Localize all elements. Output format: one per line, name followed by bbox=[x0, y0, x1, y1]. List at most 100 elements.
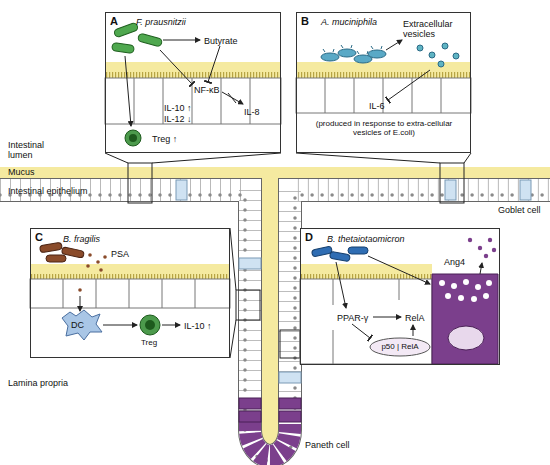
molecule-label: Butyrate bbox=[204, 36, 238, 46]
mucus-layer bbox=[30, 264, 230, 274]
mucus-layer bbox=[0, 174, 550, 444]
epithelial-cells bbox=[105, 78, 281, 124]
inset-panel: BA. muciniphilaExtracellular vesiclesIL-… bbox=[296, 12, 471, 153]
epithelium-outline bbox=[0, 190, 550, 456]
psa-particle bbox=[103, 255, 107, 259]
granule bbox=[483, 293, 489, 299]
bacterium bbox=[46, 255, 66, 262]
goblet-cell bbox=[445, 180, 456, 200]
psa-particle bbox=[88, 253, 92, 257]
microvilli bbox=[296, 72, 471, 78]
panel-letter: A bbox=[110, 15, 118, 27]
epithelial-cells bbox=[300, 279, 432, 364]
granule bbox=[475, 284, 481, 290]
cell-walls bbox=[63, 279, 195, 308]
granule bbox=[439, 280, 445, 286]
mucus-layer bbox=[0, 174, 550, 444]
panel-bg bbox=[30, 228, 230, 358]
paneth-cell bbox=[279, 411, 301, 422]
ang4-particle bbox=[484, 254, 488, 258]
vesicle bbox=[417, 45, 423, 51]
cell-label: DC bbox=[71, 320, 84, 330]
ang4-particle bbox=[478, 246, 482, 250]
panel-bg bbox=[296, 12, 471, 153]
zoom-line bbox=[230, 320, 236, 358]
arrow bbox=[368, 256, 430, 284]
panel-letter: B bbox=[301, 15, 309, 27]
psa-particle bbox=[99, 268, 103, 272]
panel-b-art bbox=[296, 12, 471, 153]
complex-label: p50 | RelA bbox=[369, 342, 431, 351]
arrow bbox=[373, 317, 401, 318]
cell-nuclei bbox=[0, 195, 550, 461]
zoom-line bbox=[105, 153, 128, 163]
granule bbox=[471, 296, 477, 302]
dendritic-cell bbox=[62, 310, 102, 340]
cell-label: Treg bbox=[141, 338, 157, 347]
molecule-label: Extracellular vesicles bbox=[403, 19, 465, 39]
panel-d-art bbox=[300, 228, 500, 365]
inhibit-line bbox=[352, 324, 370, 338]
bacterial-pili bbox=[323, 45, 382, 54]
microvilli bbox=[30, 274, 230, 279]
arrow bbox=[80, 296, 81, 311]
paneth-cells bbox=[239, 398, 301, 456]
panel-letter: D bbox=[305, 231, 313, 243]
species-name: A. muciniphila bbox=[321, 17, 377, 27]
arrow bbox=[336, 262, 346, 308]
cell-walls bbox=[0, 190, 550, 456]
goblet-cell bbox=[176, 180, 187, 200]
inset-panel: DB. thetaiotaomicronAng4PPAR-γRelAp50 | … bbox=[300, 228, 500, 365]
treg-cell bbox=[125, 130, 141, 146]
bacterium bbox=[311, 246, 332, 257]
zoom-line bbox=[296, 153, 440, 163]
arrow bbox=[125, 56, 131, 126]
inhibit-line bbox=[388, 70, 430, 100]
cell-label: Treg ↑ bbox=[152, 134, 177, 144]
ang4-particle bbox=[468, 238, 472, 242]
goblet-cell bbox=[239, 258, 261, 269]
psa-particle bbox=[78, 288, 82, 292]
zoom-line bbox=[230, 228, 236, 290]
cell-walls bbox=[134, 78, 250, 124]
vesicle bbox=[442, 43, 448, 49]
ellipse-outline bbox=[370, 338, 430, 356]
zoom-line bbox=[152, 153, 281, 163]
region-label: Intestinal lumen bbox=[8, 140, 60, 160]
epithelium bbox=[0, 190, 550, 461]
arrow bbox=[222, 92, 243, 104]
zoom-box bbox=[280, 330, 300, 358]
paneth-nucleus bbox=[448, 326, 484, 350]
treg-nucleus bbox=[129, 134, 137, 142]
panel-bg bbox=[300, 228, 500, 365]
zoom-box bbox=[440, 163, 464, 203]
vesicle bbox=[438, 61, 444, 67]
goblet-cell bbox=[279, 372, 301, 383]
panel-a-art bbox=[105, 12, 281, 153]
paneth-cell bbox=[432, 274, 498, 364]
inhibit-line bbox=[208, 46, 220, 82]
species-name: F. prausnitzii bbox=[136, 17, 186, 27]
molecule-label: NF-κB bbox=[194, 85, 220, 95]
cytokine-label: IL-10 ↑ bbox=[164, 103, 192, 113]
bacterium bbox=[338, 49, 356, 57]
region-label: Lamina propria bbox=[8, 378, 68, 388]
ang4-particles bbox=[468, 238, 496, 258]
granule bbox=[463, 279, 469, 285]
zoom-box bbox=[236, 290, 260, 320]
arrow bbox=[386, 40, 402, 50]
cell-type-label: Paneth cell bbox=[305, 440, 350, 450]
bacterium bbox=[39, 242, 62, 253]
paneth-granules bbox=[439, 279, 492, 302]
arrow bbox=[480, 263, 482, 274]
paneth-cell bbox=[250, 422, 290, 456]
molecule-label: RelA bbox=[405, 313, 425, 323]
granule bbox=[445, 293, 451, 299]
bacterium bbox=[348, 247, 368, 254]
psa-particle bbox=[96, 260, 100, 264]
granule bbox=[486, 280, 492, 286]
arrow bbox=[163, 40, 200, 41]
psa-particle bbox=[86, 264, 90, 268]
bacterium bbox=[368, 50, 386, 58]
